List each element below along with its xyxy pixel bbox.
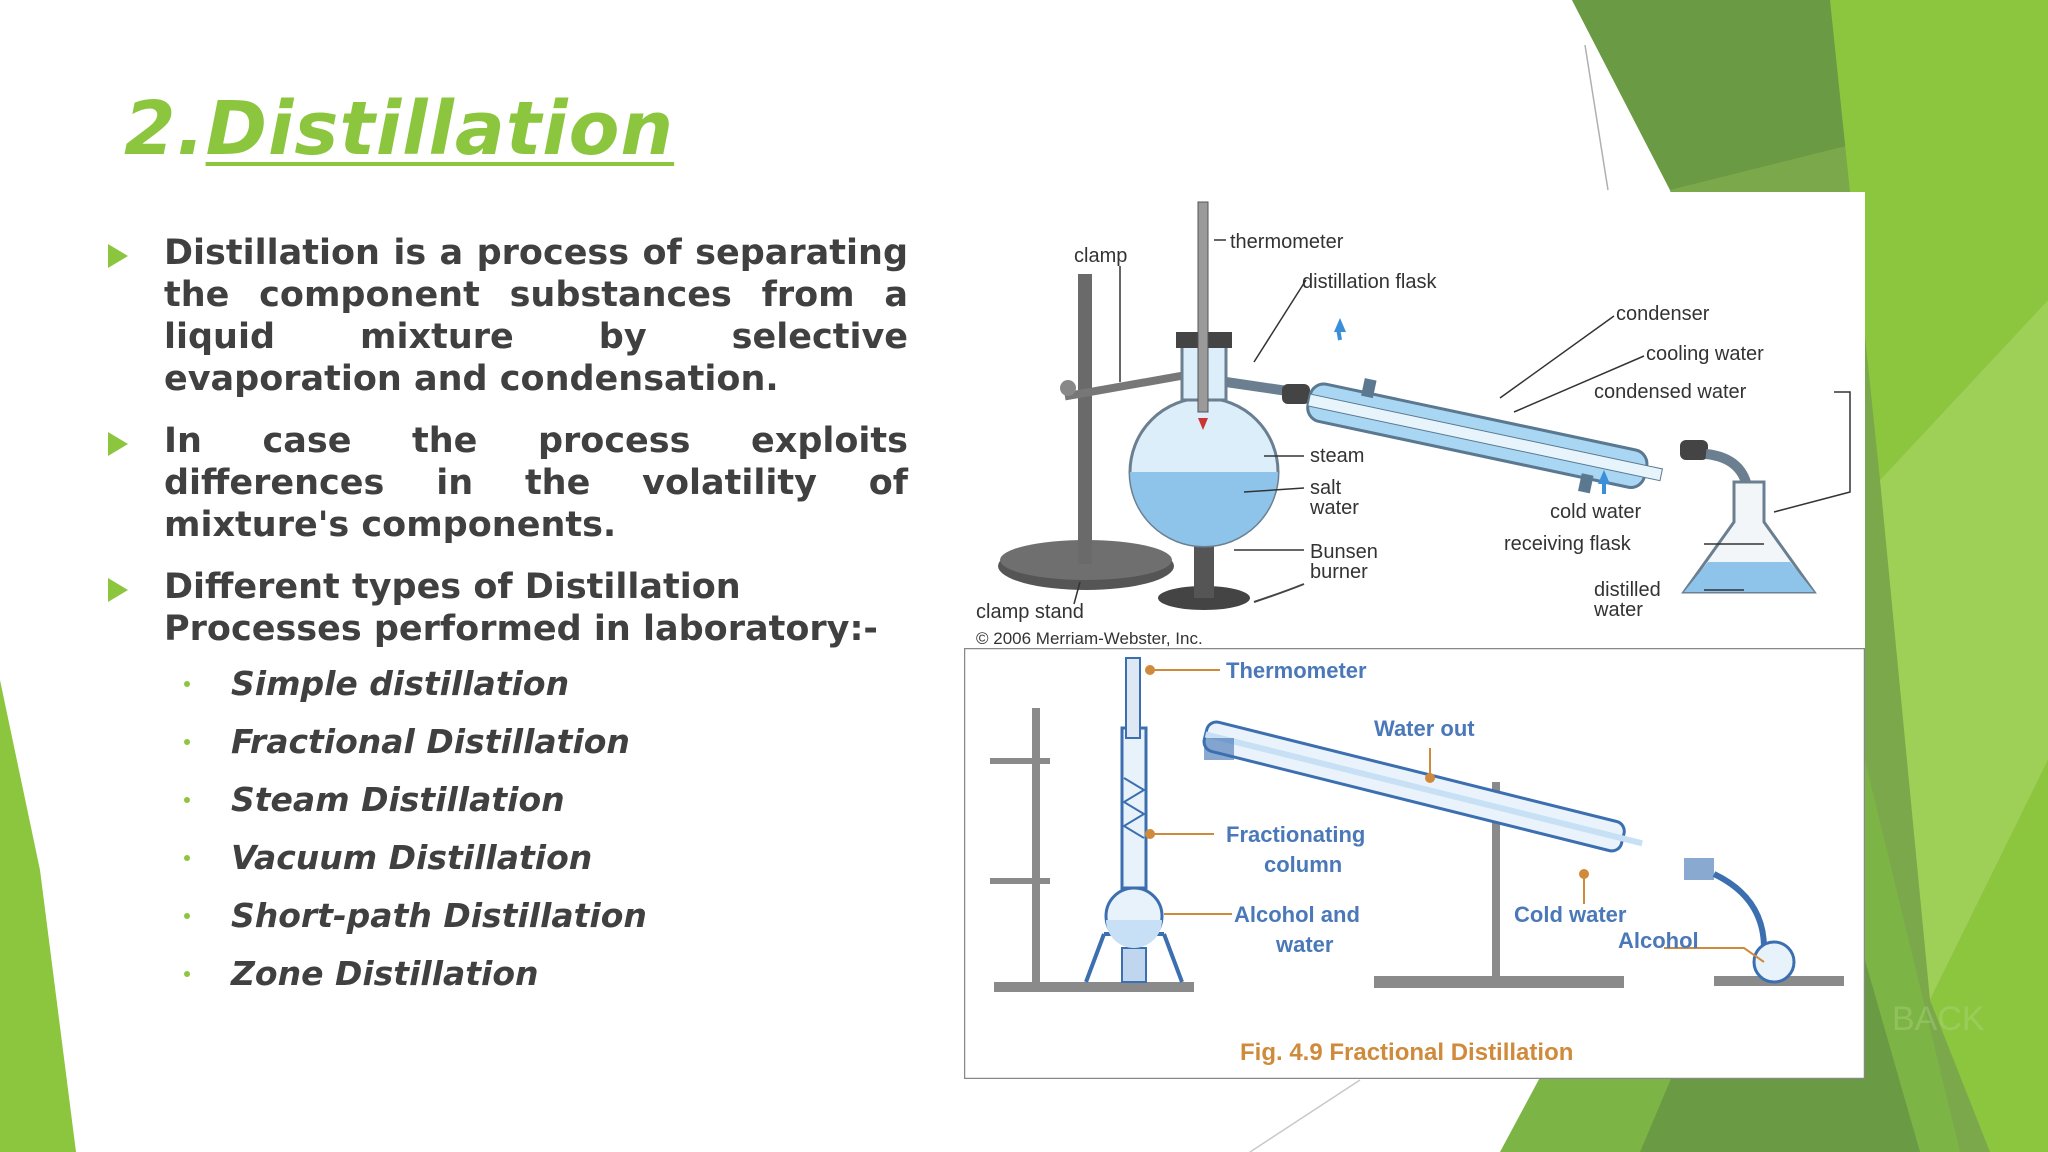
distillation-type: Zone Distillation: [231, 954, 539, 993]
dot-bullet-icon: [184, 855, 190, 861]
dot-bullet-icon: [184, 913, 190, 919]
title-number: 2.: [124, 86, 206, 172]
label-salt: salt: [1310, 477, 1342, 499]
label-thermometer: thermometer: [1230, 231, 1344, 253]
distillation-type: Steam Distillation: [231, 780, 565, 819]
distillation-type: Simple distillation: [231, 664, 570, 703]
dot-bullet-icon: [184, 797, 190, 803]
simple-distillation-diagram: clamp thermometer distillation flask con…: [964, 192, 1865, 648]
bullet-text: In case the process exploits differences…: [164, 421, 908, 545]
label-receiving-flask: receiving flask: [1504, 533, 1632, 555]
figure-caption: Fig. 4.9 Fractional Distillation: [1240, 1039, 1573, 1066]
distillation-type: Short-path Distillation: [231, 896, 647, 935]
label-condenser: condenser: [1616, 303, 1710, 325]
bullet-item: Distillation is a process of separating …: [106, 232, 908, 400]
distillation-type: Fractional Distillation: [231, 722, 630, 761]
label-alcohol-and: Alcohol and: [1234, 902, 1360, 927]
label-column: column: [1264, 852, 1342, 877]
label-cold-water: cold water: [1550, 501, 1641, 523]
dot-bullet-icon: [184, 739, 190, 745]
label-clamp-stand: clamp stand: [976, 601, 1084, 623]
label-steam: steam: [1310, 445, 1364, 467]
label-water-out: Water out: [1374, 716, 1475, 741]
bullet-list: Distillation is a process of separating …: [106, 232, 908, 670]
label-bunsen: Bunsen: [1310, 541, 1378, 563]
label-alcohol: Alcohol: [1618, 928, 1699, 953]
bullet-text: Distillation is a process of separating …: [164, 233, 908, 399]
back-watermark: BACK: [1892, 1000, 1985, 1038]
bullet-item: In case the process exploits differences…: [106, 420, 908, 546]
label-water: water: [1275, 932, 1334, 957]
label-thermometer: Thermometer: [1226, 658, 1367, 683]
slide-title: 2.Distillation: [124, 86, 674, 172]
fractional-distillation-diagram: Thermometer Water out Fractionating colu…: [964, 648, 1865, 1079]
copyright-text: © 2006 Merriam-Webster, Inc.: [976, 629, 1203, 648]
label-cold-water: Cold water: [1514, 902, 1627, 927]
label-condensed-water: condensed water: [1594, 381, 1747, 403]
title-word: Distillation: [205, 86, 675, 172]
distillation-figures: clamp thermometer distillation flask con…: [964, 192, 1865, 1079]
label-cooling-water: cooling water: [1646, 343, 1764, 365]
bullet-item: Different types of Distillation Processe…: [106, 566, 908, 650]
label-fractionating: Fractionating: [1226, 822, 1365, 847]
label-clamp: clamp: [1074, 245, 1127, 267]
arrow-bullet-icon: [108, 432, 128, 456]
label-distillation-flask: distillation flask: [1302, 271, 1438, 293]
label-water: water: [1309, 497, 1359, 519]
arrow-bullet-icon: [108, 244, 128, 268]
label-distilled-water: water: [1593, 599, 1643, 621]
arrow-bullet-icon: [108, 578, 128, 602]
label-distilled: distilled: [1594, 579, 1661, 601]
dot-bullet-icon: [184, 681, 190, 687]
bullet-text: Different types of Distillation Processe…: [164, 567, 878, 649]
dot-bullet-icon: [184, 971, 190, 977]
distillation-type: Vacuum Distillation: [231, 838, 593, 877]
label-burner: burner: [1310, 561, 1368, 583]
